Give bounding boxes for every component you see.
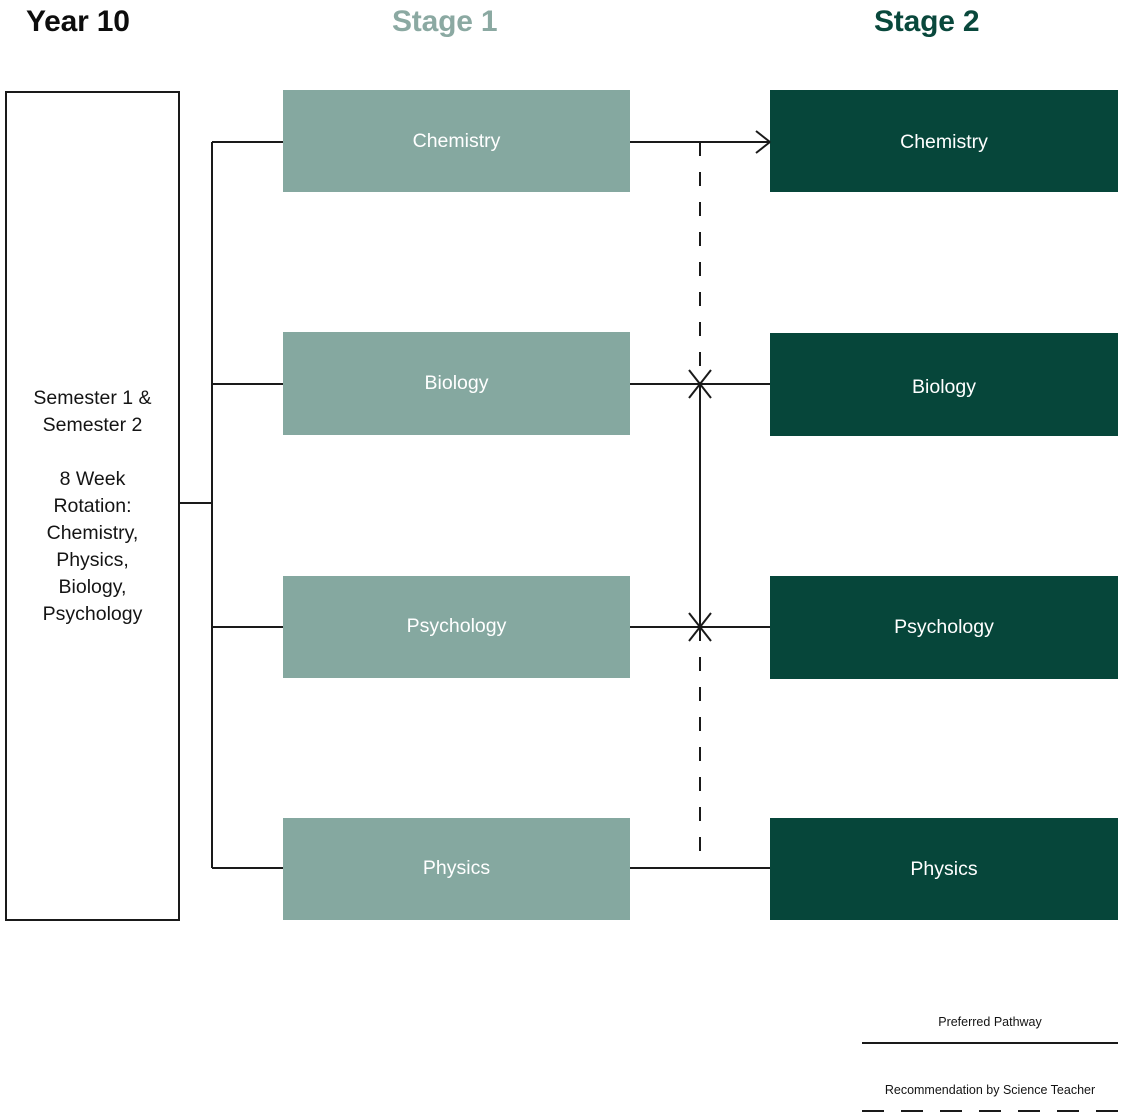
stage1-label-text-biology: Biology (424, 372, 489, 395)
arrow-down-into-biology-junction (688, 369, 712, 385)
arrow-up-into-psychology-junction (688, 626, 712, 642)
stage1-label-text-chemistry: Chemistry (412, 130, 501, 153)
year-10-line-1: Semester 1 & (33, 386, 152, 409)
year-10-line-2: Semester 2 (42, 413, 143, 436)
stage1-node-biology[interactable] (283, 332, 630, 435)
year-10-line-6: Physics, (56, 548, 129, 571)
stage1-label-physics: Physics (283, 855, 630, 883)
legend-recommendation-label: Recommendation by Science Teacher (884, 1083, 1096, 1097)
stage1-label-psychology: Psychology (283, 613, 630, 641)
stage2-label-psychology: Psychology (770, 614, 1118, 642)
stage2-label-chemistry: Chemistry (770, 129, 1118, 157)
arrow-down-into-psychology-junction (688, 612, 712, 628)
year-10-line-7: Biology, (58, 575, 127, 598)
stage1-label-biology: Biology (283, 370, 630, 398)
year-10-line-4: Rotation: (53, 494, 132, 517)
stage2-label-text-physics: Physics (910, 858, 978, 881)
stage2-label-biology: Biology (770, 374, 1118, 402)
arrow-up-into-biology-junction (688, 383, 712, 399)
stage1-label-text-physics: Physics (422, 857, 491, 880)
stage2-label-text-biology: Biology (912, 376, 976, 399)
legend-preferred-pathway-label: Preferred Pathway (938, 1015, 1042, 1029)
year-10-line-3: 8 Week (59, 467, 126, 490)
stage1-node-psychology[interactable] (283, 576, 630, 678)
stage2-label-text-psychology: Psychology (894, 616, 994, 639)
stage2-node-biology[interactable] (770, 333, 1118, 436)
header-stage-1: Stage 1 (392, 5, 498, 38)
stage2-node-physics[interactable] (770, 818, 1118, 920)
stage2-node-psychology[interactable] (770, 576, 1118, 679)
year-10-line-5: Chemistry, (46, 521, 139, 544)
year-10-box-text: Semester 1 & Semester 2 8 Week Rotation:… (27, 385, 157, 628)
stage2-label-physics: Physics (770, 856, 1118, 884)
stage2-label-text-chemistry: Chemistry (900, 131, 988, 154)
stage1-node-chemistry[interactable] (283, 90, 630, 192)
header-year-10: Year 10 (26, 5, 130, 38)
stage1-label-chemistry: Chemistry (283, 128, 630, 156)
stage2-node-chemistry[interactable] (770, 90, 1118, 192)
year-10-line-8: Psychology (42, 602, 143, 625)
stage1-label-text-psychology: Psychology (406, 615, 507, 638)
year-10-box: Semester 1 & Semester 2 8 Week Rotation:… (5, 91, 180, 921)
header-stage-2: Stage 2 (874, 5, 980, 38)
stage1-node-physics[interactable] (283, 818, 630, 920)
arrow-into-stage2-chemistry (755, 130, 771, 154)
